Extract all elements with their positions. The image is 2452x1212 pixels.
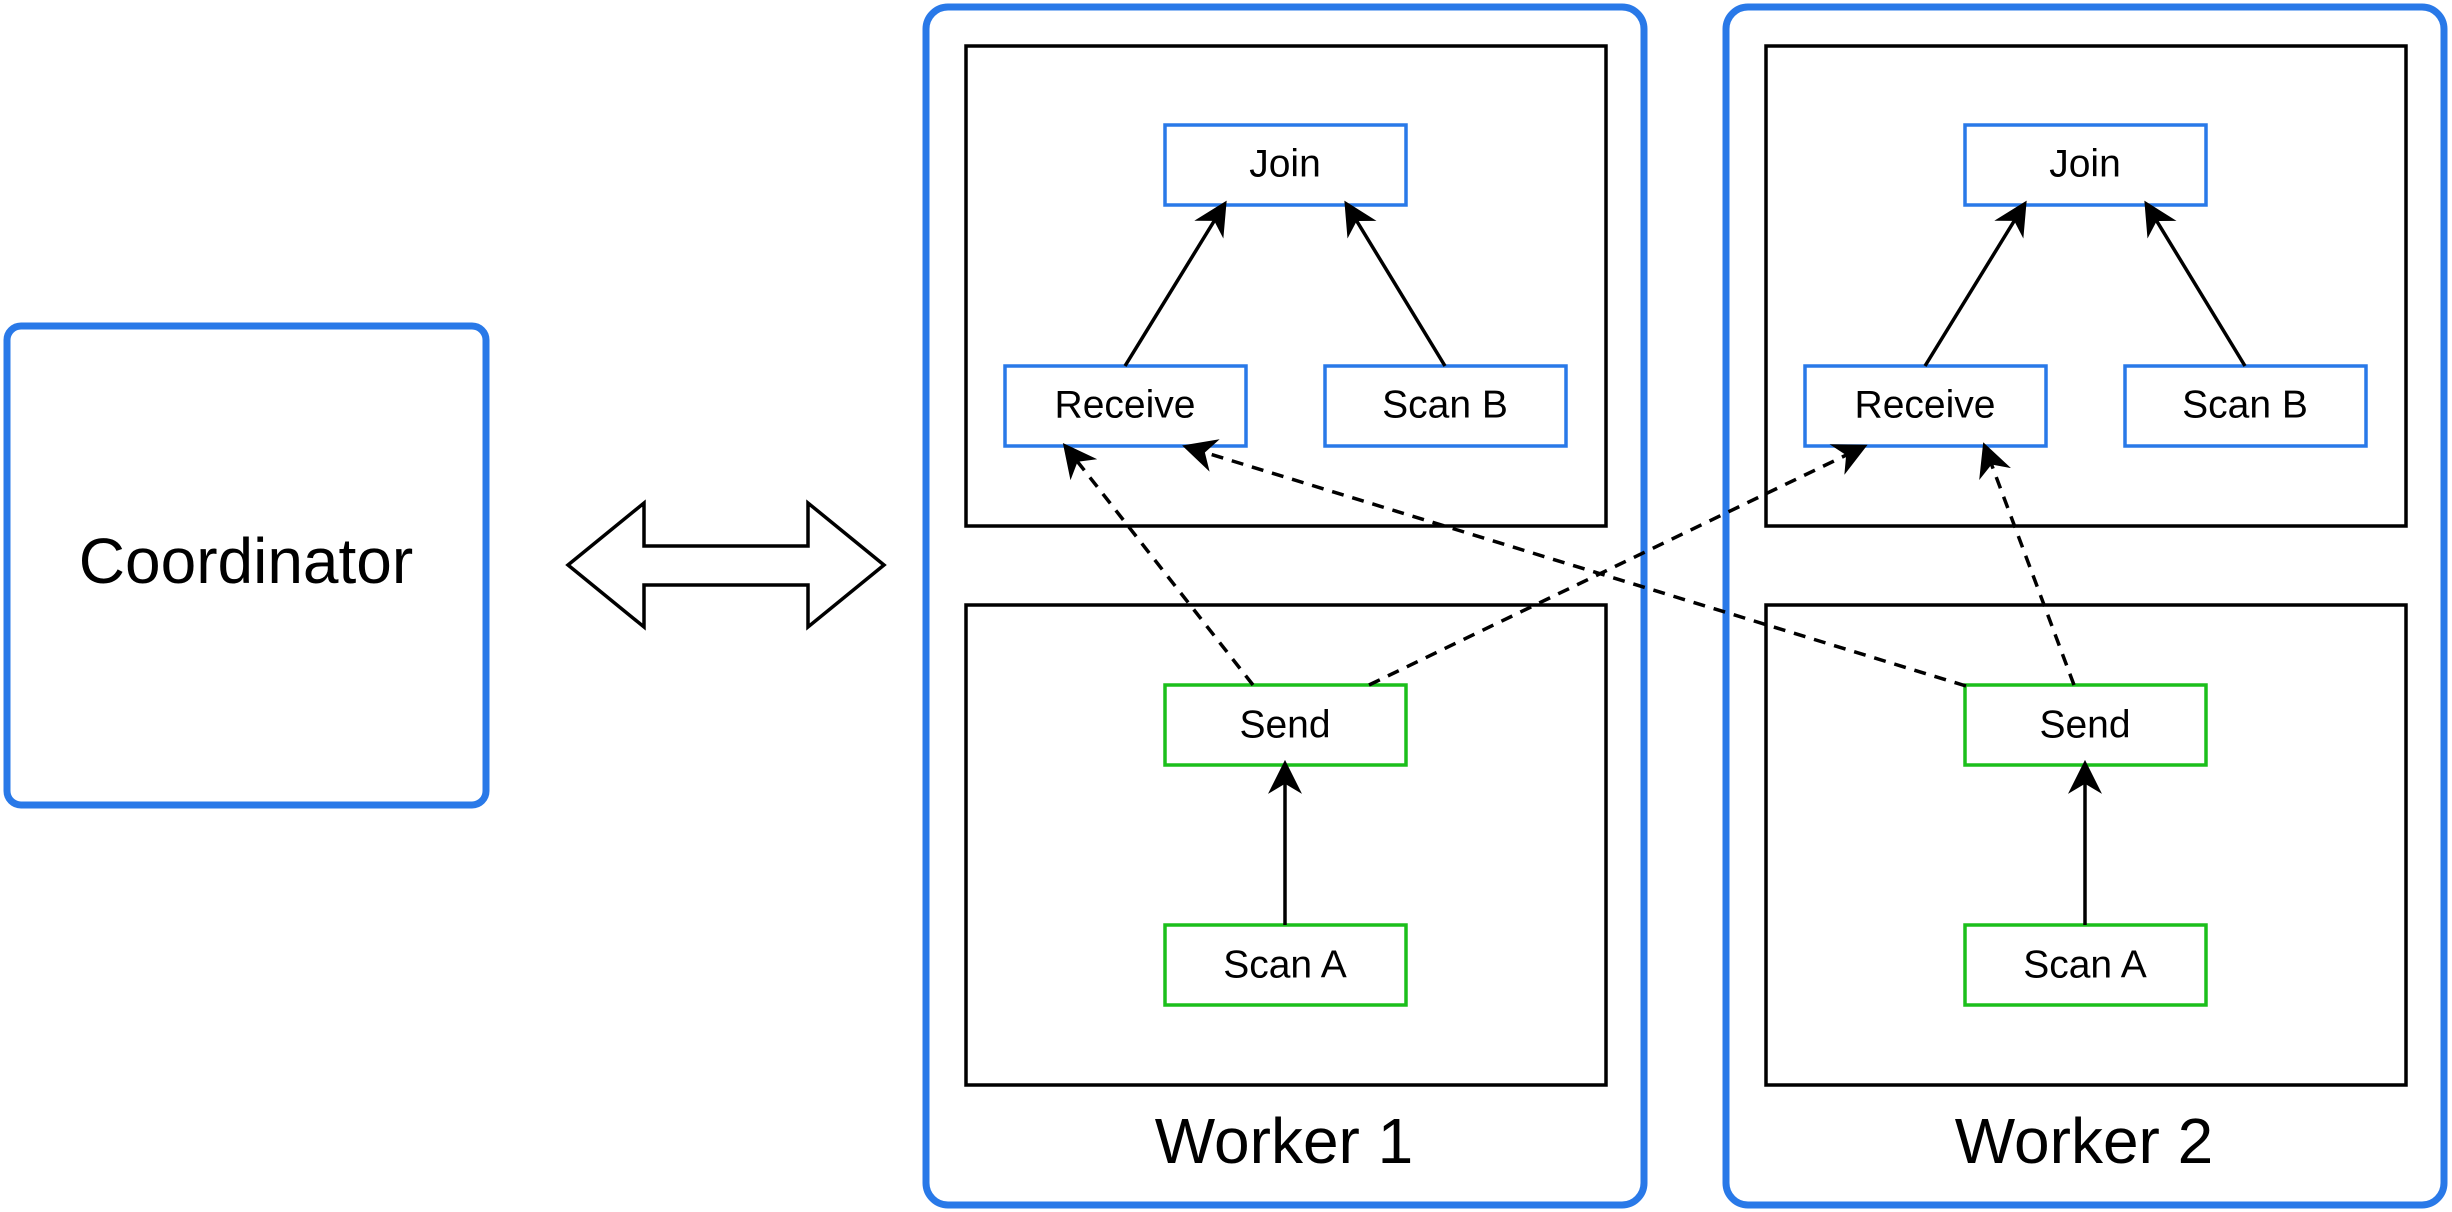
w1-send-to-w2-receive-arrow	[1368, 444, 1868, 687]
worker-2-scan-b-label: Scan B	[2182, 383, 2308, 426]
w2-scanb-to-join-arrow	[2144, 200, 2247, 367]
w1-scanb-to-join-arrow	[1344, 200, 1447, 367]
worker-2-join-node: Join	[1963, 123, 2208, 207]
worker-2-scan-b-node: Scan B	[2123, 364, 2368, 448]
w2-send-to-w2-receive-arrow	[1979, 442, 2076, 686]
w1-receive-to-join-arrow	[1123, 200, 1227, 367]
worker-1-receive-node: Receive	[1003, 364, 1248, 448]
worker-1-lower-fragment	[964, 603, 1608, 1087]
coordinator-label: Coordinator	[79, 525, 413, 597]
worker-1-join-label: Join	[1249, 142, 1321, 185]
worker-2-join-label: Join	[2049, 142, 2121, 185]
worker-1: Join Receive Scan B Send Scan A Worker 1	[922, 3, 1648, 1209]
solid-edges	[1123, 200, 2247, 925]
worker-1-upper-fragment	[964, 44, 1608, 528]
worker-1-container	[922, 3, 1648, 1209]
worker-1-send-label: Send	[1239, 703, 1330, 746]
coordinator-box	[3, 322, 490, 809]
worker-2-label: Worker 2	[1955, 1105, 2213, 1177]
worker-2-receive-label: Receive	[1855, 383, 1996, 426]
worker-1-receive-label: Receive	[1055, 383, 1196, 426]
worker-2-scan-a-label: Scan A	[2023, 943, 2147, 986]
worker-2-send-node: Send	[1963, 683, 2208, 767]
worker-1-join-node: Join	[1163, 123, 1408, 207]
worker-1-send-node: Send	[1163, 683, 1408, 767]
w2-send-to-w1-receive-arrow	[1182, 439, 1967, 688]
worker-1-scan-b-label: Scan B	[1382, 383, 1508, 426]
dashed-exchange-edges	[1062, 439, 2076, 688]
coordinator-node: Coordinator	[3, 322, 490, 809]
worker-2-receive-node: Receive	[1803, 364, 2048, 448]
worker-1-scan-a-node: Scan A	[1163, 923, 1408, 1007]
worker-2-container	[1722, 3, 2448, 1209]
worker-2-send-label: Send	[2039, 703, 2130, 746]
worker-2-lower-fragment	[1764, 603, 2408, 1087]
worker-1-label: Worker 1	[1155, 1105, 1413, 1177]
coordinator-worker-double-arrow	[565, 499, 887, 631]
worker-2: Join Receive Scan B Send Scan A Worker 2	[1722, 3, 2448, 1209]
worker-2-upper-fragment	[1764, 44, 2408, 528]
worker-1-scan-a-label: Scan A	[1223, 943, 1347, 986]
worker-1-scan-b-node: Scan B	[1323, 364, 1568, 448]
worker-2-scan-a-node: Scan A	[1963, 923, 2208, 1007]
w2-receive-to-join-arrow	[1923, 200, 2027, 367]
w1-send-to-w1-receive-arrow	[1062, 442, 1255, 687]
